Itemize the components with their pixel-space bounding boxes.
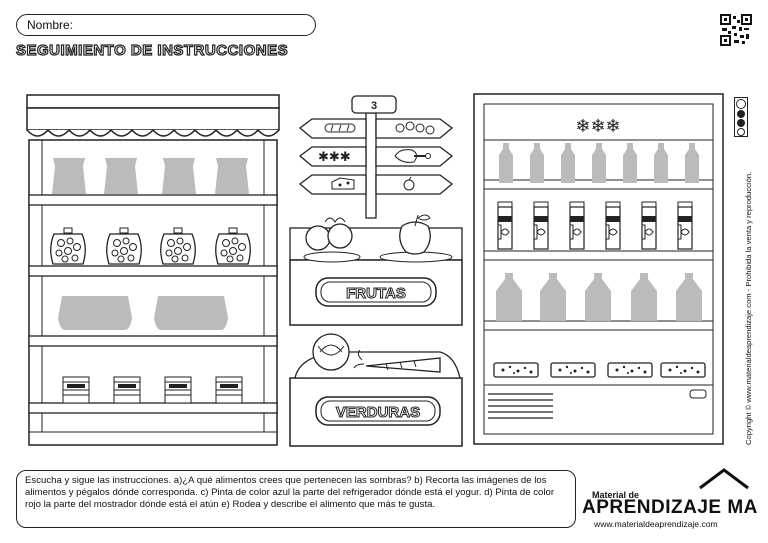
cheese-tray-4: [660, 362, 706, 378]
page-title: SEGUIMIENTO DE INSTRUCCIONES: [15, 41, 289, 59]
cheese-tray-2: [550, 362, 596, 378]
tuna-can-2: [113, 376, 141, 404]
tuna-can-3: [164, 376, 192, 404]
cheese-tray-1: [493, 362, 539, 378]
creative-commons-icon: [734, 97, 748, 137]
instructions-text: Escucha y sigue las instrucciones. a)¿A …: [25, 475, 555, 510]
yogurt-1: [497, 201, 513, 250]
fruit-stand: [289, 214, 463, 326]
cookie-jar-2: [106, 227, 142, 265]
sign-number: 3: [371, 100, 377, 112]
yogurt-2: [533, 201, 549, 250]
vegetable-stand: [289, 333, 463, 447]
cookie-jar-4: [215, 227, 251, 265]
brand-small-text: Material de: [592, 490, 640, 500]
bag-shadow-4: [215, 158, 249, 194]
cookie-jar-3: [160, 227, 196, 265]
yogurt-4: [605, 201, 621, 250]
brand-logo-text: APRENDIZAJE MA: [582, 497, 758, 518]
egg-carton-shadow-2: [154, 296, 228, 330]
bag-shadow-1: [52, 158, 86, 194]
bag-shadow-2: [104, 158, 138, 194]
cheese-tray-3: [607, 362, 653, 378]
yogurt-3: [569, 201, 585, 250]
signpost: ✱✱✱: [298, 95, 454, 219]
snowflakes-icon: ✱✱✱: [318, 149, 351, 164]
instructions-box: Escucha y sigue las instrucciones. a)¿A …: [16, 470, 576, 528]
qr-code-icon: [720, 14, 752, 46]
fridge-snowflakes-icon: ❄❄❄: [575, 116, 620, 136]
name-label: Nombre:: [27, 18, 74, 32]
ham-icon: [394, 149, 431, 163]
left-shelf: [26, 94, 280, 446]
yogurt-6: [677, 201, 693, 250]
name-field[interactable]: Nombre:: [16, 14, 316, 36]
brand-url: www.materialdeaprendizaje.com: [594, 519, 718, 529]
bag-shadow-3: [162, 158, 196, 194]
egg-carton-shadow-1: [58, 296, 132, 330]
cookies-icon: [395, 121, 435, 135]
logo-house-icon: [699, 468, 749, 490]
fridge: [473, 93, 724, 445]
cookie-jar-1: [50, 227, 86, 265]
fruits-label: FRUTAS: [346, 285, 406, 302]
apple-icon: [403, 176, 415, 191]
vegetables-label: VERDURAS: [336, 404, 420, 421]
tuna-can-1: [62, 376, 90, 404]
svg-text:✱✱✱: ✱✱✱: [318, 149, 351, 164]
cheese-icon: [331, 177, 355, 190]
yogurt-5: [641, 201, 657, 250]
tuna-can-4: [215, 376, 243, 404]
bread-icon: [324, 123, 356, 133]
